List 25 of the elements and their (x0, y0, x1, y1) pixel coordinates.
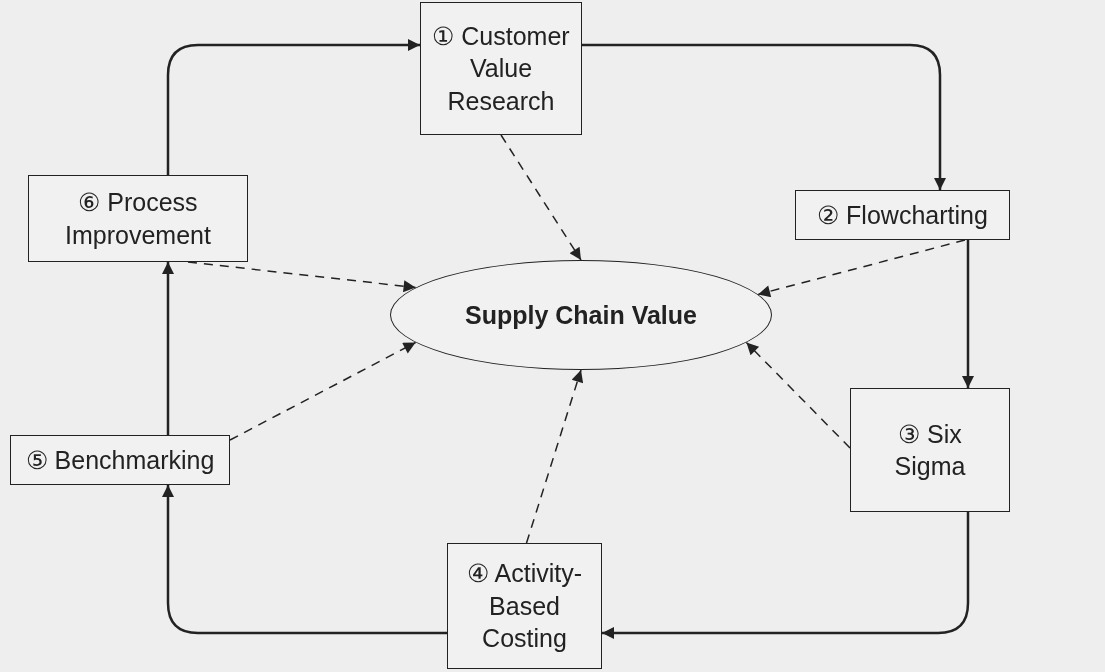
arrow (162, 485, 447, 635)
center-label: Supply Chain Value (464, 299, 698, 331)
step-label: ⑥ Process Improvement (64, 187, 212, 251)
arrow (500, 134, 582, 261)
process-box (28, 175, 248, 262)
arrow (229, 341, 417, 441)
step-label: ④ Activity-Based Costing (465, 558, 584, 655)
arrow (602, 512, 970, 639)
step-label: ③ Six Sigma (893, 418, 967, 482)
arrow (757, 239, 966, 298)
arrow (525, 369, 584, 544)
arrow (166, 39, 420, 175)
arrow (582, 43, 946, 190)
arrow (745, 341, 851, 449)
process-box (420, 2, 582, 135)
process-box (850, 388, 1010, 512)
process-box (795, 190, 1010, 240)
process-box (10, 435, 230, 485)
arrow (162, 262, 174, 435)
arrow (187, 261, 417, 293)
process-box (447, 543, 602, 669)
step-label: ① Customer Value Research (431, 20, 571, 117)
step-label: ② Flowcharting (816, 199, 989, 231)
arrow (962, 240, 974, 388)
step-label: ⑤ Benchmarking (24, 444, 216, 476)
